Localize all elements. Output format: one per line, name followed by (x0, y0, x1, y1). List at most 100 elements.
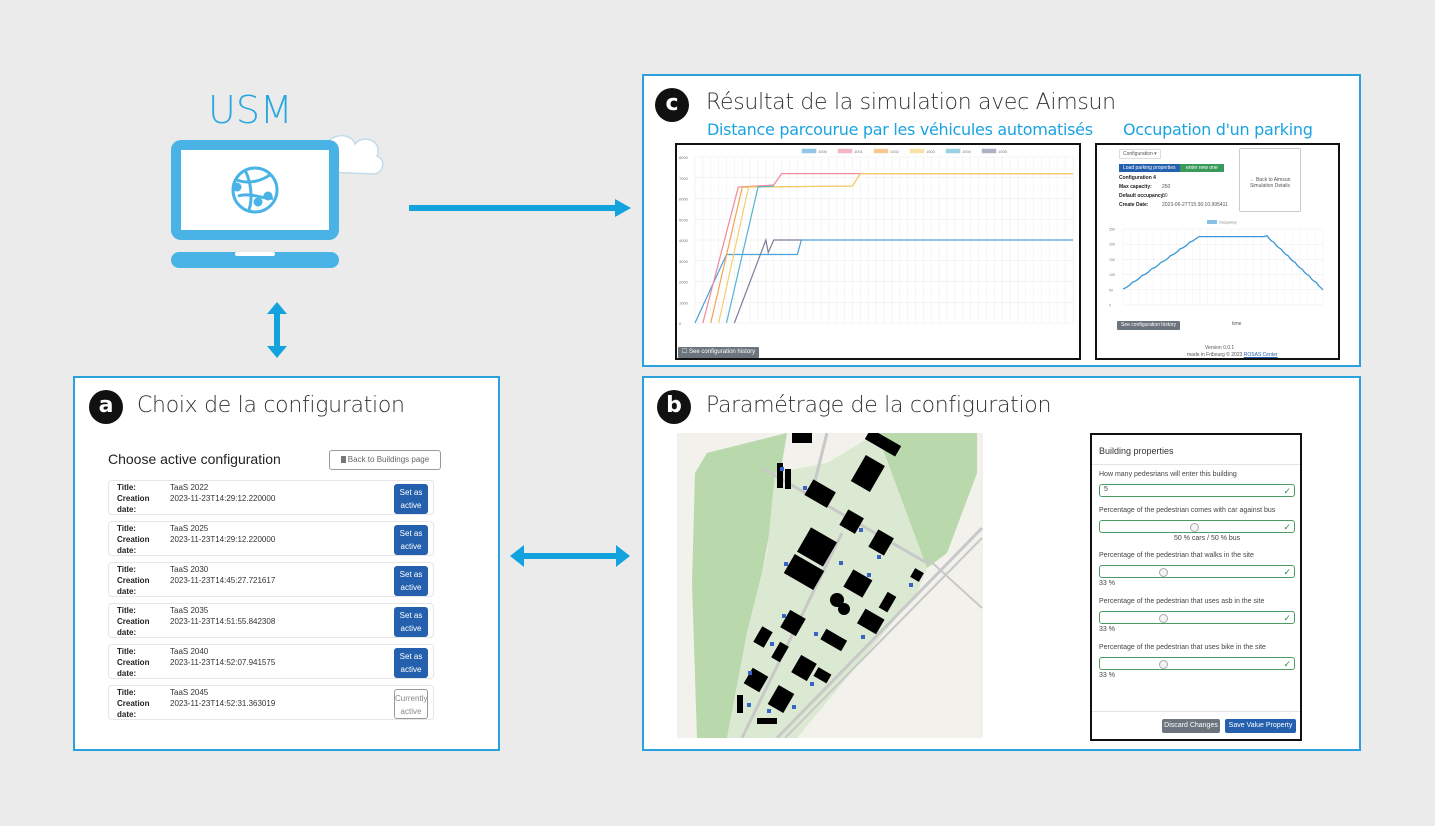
footer-version: Version 0.0.1 (1205, 345, 1235, 351)
legend-label: 1003 (926, 149, 936, 154)
set-active-button[interactable]: Set as active (394, 484, 428, 514)
config-title: TaaS 2022 (170, 483, 209, 492)
field-label: How many pedesrians will enter this buil… (1099, 471, 1237, 478)
series-line-1005 (733, 237, 802, 324)
check-icon: ✓ (1283, 613, 1291, 623)
y-tick-label: 2000 (679, 280, 689, 285)
y-tick-label: 0 (1109, 304, 1111, 308)
field-note: 33 % (1099, 580, 1115, 587)
site-map[interactable] (677, 433, 983, 738)
detail-value: 50 (1162, 193, 1168, 199)
laptop-icon (171, 140, 339, 268)
panel-a-title: Choix de la configuration (137, 393, 405, 418)
set-active-button[interactable]: Set as active (394, 607, 428, 637)
title-label: Title: (117, 606, 136, 615)
creation-label: Creation (117, 699, 150, 708)
legend-swatch (945, 148, 961, 154)
arrow-config-params (510, 545, 630, 567)
creation-label: Creation (117, 658, 150, 667)
creation-label: Creation (117, 617, 150, 626)
y-tick-label: 0 (679, 321, 682, 326)
percentage-slider[interactable]: ✓ (1099, 611, 1295, 624)
detail-value: 2023-06-27T15:36:10.995411 (1162, 202, 1228, 208)
y-tick-label: 6000 (679, 197, 689, 202)
save-value-property-button[interactable]: Save Value Property (1225, 719, 1296, 733)
check-icon: ✓ (1283, 522, 1291, 532)
occupancy-line (1122, 234, 1324, 291)
y-tick-label: 200 (1109, 243, 1115, 247)
date-label: date: (117, 587, 137, 596)
title-label: Title: (117, 647, 136, 656)
field-label: Percentage of the pedestrian that walks … (1099, 552, 1254, 559)
check-icon: ✓ (1283, 567, 1291, 577)
bookmark-icon (340, 456, 346, 463)
field-value: 5 (1104, 486, 1108, 493)
panel-config-choice (73, 376, 500, 751)
back-to-simulation-card[interactable]: ← Back to Aimsun Simulation Details (1239, 148, 1301, 212)
series-line-1004 (725, 185, 774, 324)
rosas-link[interactable]: ROSAS Center (1243, 352, 1278, 358)
detail-label: Create Date: (1119, 202, 1149, 208)
title-label: Title: (117, 524, 136, 533)
legend-label: 1001 (854, 149, 864, 154)
legend-swatch (801, 148, 817, 154)
title-label: Title: (117, 565, 136, 574)
config-title: TaaS 2025 (170, 524, 209, 533)
back-to-buildings-button[interactable]: Back to Buildings page (329, 450, 441, 470)
y-tick-label: 8000 (679, 155, 689, 160)
creation-label: Creation (117, 576, 150, 585)
divider (1092, 464, 1300, 465)
config-title: TaaS 2035 (170, 606, 209, 615)
config-title: TaaS 2040 (170, 647, 209, 656)
footer-made: made in Fribourg © 2023 ROSAS Center (1187, 352, 1278, 358)
see-history-button[interactable]: ☐ See configuration history (678, 347, 760, 358)
slider-handle[interactable] (1159, 614, 1168, 623)
set-active-button[interactable]: Set as active (394, 566, 428, 596)
legend-swatch (873, 148, 889, 154)
percentage-slider[interactable]: ✓ (1099, 520, 1295, 533)
field-note: 33 % (1099, 672, 1115, 679)
arrow-usm-config (267, 302, 287, 358)
slider-handle[interactable] (1159, 660, 1168, 669)
pedestrian-count-input[interactable]: 5✓ (1099, 484, 1295, 497)
field-note: 50 % cars / 50 % bus (1174, 535, 1241, 542)
y-tick-label: 100 (1109, 273, 1115, 277)
legend-label: 1002 (890, 149, 900, 154)
y-tick-label: 7000 (679, 176, 689, 181)
legend-swatch (837, 148, 853, 154)
slider-handle[interactable] (1190, 523, 1199, 532)
config-date: 2023-11-23T14:52:07.941575 (170, 658, 276, 667)
parking-history-button[interactable]: See configuration history (1117, 321, 1181, 330)
detail-label: Configuration 4 (1119, 175, 1156, 181)
legend-label: Occupancy (1219, 221, 1237, 225)
currently-active-button[interactable]: Currently active (394, 689, 428, 719)
discard-changes-button[interactable]: Discard Changes (1162, 719, 1220, 733)
badge-c: c (655, 88, 689, 122)
load-parking-button[interactable]: Load parking properties (1119, 164, 1180, 172)
slider-handle[interactable] (1159, 568, 1168, 577)
usm-illustration (171, 134, 384, 268)
percentage-slider[interactable]: ✓ (1099, 657, 1295, 670)
config-date: 2023-11-23T14:45:27.721617 (170, 576, 276, 585)
creation-label: Creation (117, 494, 150, 503)
percentage-slider[interactable]: ✓ (1099, 565, 1295, 578)
configuration-dropdown[interactable]: Configuration ▾ (1119, 149, 1161, 159)
set-active-button[interactable]: Set as active (394, 525, 428, 555)
legend-label: 1000 (818, 149, 828, 154)
enter-new-button[interactable]: enter new one (1180, 164, 1224, 172)
date-label: date: (117, 505, 137, 514)
field-label: Percentage of the pedestrian that uses a… (1099, 598, 1265, 605)
set-active-button[interactable]: Set as active (394, 648, 428, 678)
title-label: Title: (117, 688, 136, 697)
building-properties-header: Building properties (1099, 446, 1174, 456)
legend-swatch (909, 148, 925, 154)
panel-c-title: Résultat de la simulation avec Aimsun (706, 90, 1116, 115)
badge-a: a (89, 390, 123, 424)
globe-network-icon (231, 166, 279, 214)
x-axis-label: time (1232, 321, 1242, 327)
